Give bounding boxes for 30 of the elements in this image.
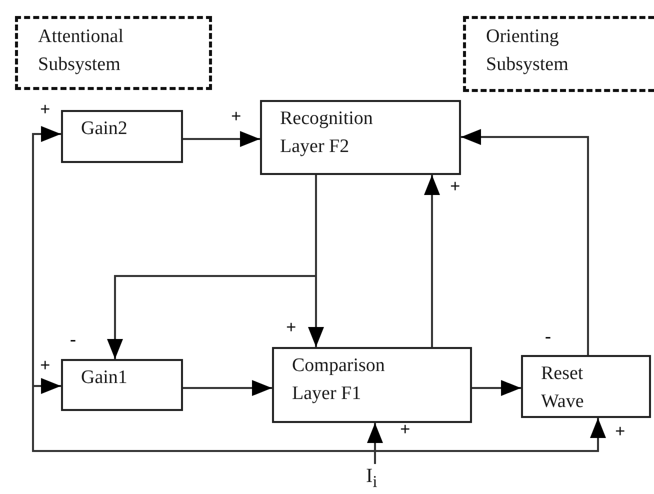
process-box — [260, 100, 461, 175]
sign-label: + — [286, 318, 296, 336]
arrow — [424, 175, 440, 347]
box-label: Gain2 — [81, 117, 128, 141]
box-label: Recognition Layer F2 — [280, 107, 374, 159]
box-label: Gain1 — [81, 366, 128, 390]
box-label: Orienting Subsystem — [486, 25, 570, 77]
subsystem-box — [15, 16, 212, 90]
sign-label: - — [70, 330, 76, 348]
box-label: Reset Wave — [541, 362, 585, 414]
sign-label: + — [615, 422, 626, 440]
box-label: Comparison Layer F1 — [292, 354, 386, 406]
box-label: Attentional Subsystem — [38, 25, 124, 77]
process-box — [61, 110, 183, 163]
sign-label: + — [231, 107, 242, 125]
process-box — [521, 355, 651, 418]
sign-label: + — [40, 100, 50, 118]
sign-label: + — [40, 356, 50, 374]
arrow — [107, 175, 317, 359]
sign-label: + — [450, 177, 460, 195]
subsystem-box — [463, 16, 654, 92]
process-box — [61, 359, 183, 411]
sign-label: - — [545, 327, 551, 345]
arrow — [183, 380, 272, 396]
sign-label: + — [400, 420, 410, 438]
arrow — [183, 131, 260, 147]
arrow — [461, 129, 589, 355]
input-label: I$_{i}$ — [366, 464, 378, 493]
process-box — [272, 347, 472, 423]
arrow — [472, 380, 521, 396]
